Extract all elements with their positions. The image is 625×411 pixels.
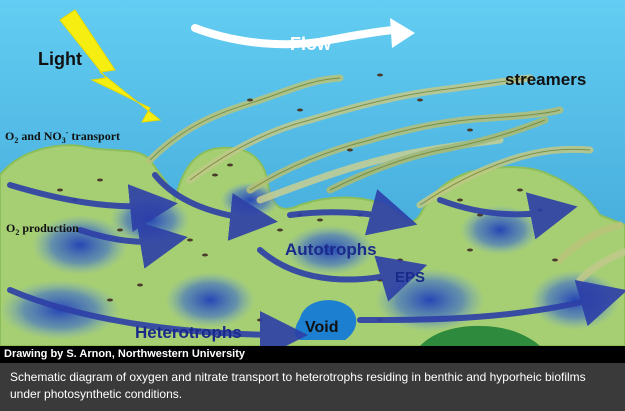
heterotrophs-label: Heterotrophs [135, 323, 242, 342]
light-label: Light [38, 49, 82, 69]
flow-label: Flow [290, 34, 332, 54]
biofilm-diagram: Light Flow streamers O2 and NO3- transpo… [0, 0, 625, 346]
void-label: Void [305, 319, 338, 336]
light-bolt [59, 9, 162, 123]
flow-arrowhead [390, 18, 415, 48]
cluster [460, 205, 540, 255]
flow-arrow [191, 24, 399, 49]
cluster [32, 215, 128, 275]
cluster [530, 270, 620, 330]
streamer-outlines [149, 77, 591, 206]
cluster [165, 272, 255, 328]
photo-credit: Drawing by S. Arnon, Northwestern Univer… [0, 346, 625, 363]
cells [57, 73, 558, 322]
transport-label: O2 and NO3- transport [5, 128, 120, 145]
void-region [295, 300, 357, 340]
cluster [285, 225, 375, 275]
figure-caption: Schematic diagram of oxygen and nitrate … [0, 363, 625, 411]
transport-arrows [7, 172, 625, 346]
autotrophs-label: Autotrophs [285, 240, 377, 259]
streamers-label: streamers [505, 70, 586, 89]
sediment-patch [420, 325, 540, 346]
eps-label: EPS [395, 269, 425, 286]
production-label: O2 production [6, 221, 79, 237]
